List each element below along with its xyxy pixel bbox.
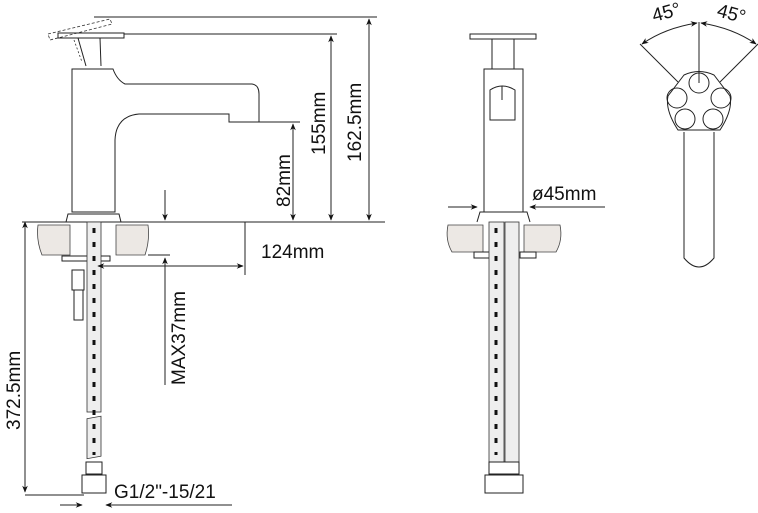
dim-45mm-diameter: ø45mm	[532, 184, 596, 205]
front-view	[446, 33, 605, 494]
dim-124mm: 124mm	[261, 242, 324, 263]
dim-82mm: 82mm	[274, 154, 295, 207]
dim-155mm: 155mm	[309, 92, 330, 155]
dim-thread-g1-2: G1/2"-15/21	[114, 482, 216, 503]
top-view	[639, 21, 758, 268]
dim-max37mm: MAX37mm	[169, 291, 190, 385]
side-view	[22, 16, 385, 508]
angle-left-45: 45°	[650, 0, 683, 27]
dim-162-5mm: 162.5mm	[345, 83, 366, 162]
dim-372-5mm: 372.5mm	[4, 351, 25, 430]
angle-right-45: 45°	[715, 1, 748, 29]
